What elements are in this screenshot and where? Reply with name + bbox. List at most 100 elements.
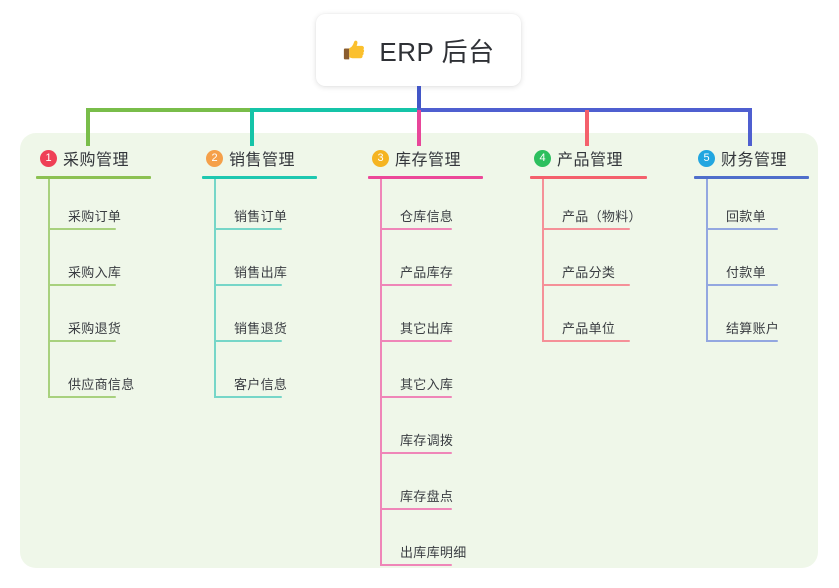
mindmap-leaf-item[interactable]: 采购订单	[36, 179, 186, 235]
leaf-rule	[706, 284, 778, 286]
column-header-rule	[202, 176, 317, 179]
column-number-badge: 2	[206, 149, 223, 167]
leaf-label: 仓库信息	[400, 209, 454, 224]
mindmap-leaf-item[interactable]: 供应商信息	[36, 347, 186, 403]
leaf-rule	[380, 452, 452, 454]
column-title: 销售管理	[229, 152, 296, 169]
leaf-rule	[542, 284, 630, 286]
column-number-badge: 3	[372, 149, 389, 167]
mindmap-column-1: 1 采购管理采购订单采购入库采购退货供应商信息	[36, 146, 186, 403]
leaf-label: 其它入库	[400, 377, 454, 392]
mindmap-leaf-item[interactable]: 产品（物料）	[530, 179, 685, 235]
mindmap-leaf-item[interactable]: 出库库明细	[368, 515, 518, 571]
column-number-badge: 1	[40, 149, 57, 167]
connector-stub-5	[748, 110, 752, 146]
leaf-label: 销售退货	[234, 321, 288, 336]
leaf-label: 产品分类	[562, 265, 616, 280]
column-header-2[interactable]: 2 销售管理	[202, 146, 352, 170]
mindmap-leaf-item[interactable]: 产品库存	[368, 235, 518, 291]
leaf-rule	[380, 508, 452, 510]
leaf-rule	[380, 340, 452, 342]
column-items: 产品（物料） 产品分类产品单位	[530, 179, 685, 347]
leaf-label: 出库库明细	[400, 545, 467, 560]
mindmap-leaf-item[interactable]: 库存盘点	[368, 459, 518, 515]
connector-trunk	[417, 86, 421, 110]
leaf-label: 付款单	[726, 265, 766, 280]
connector-bar-segment-1	[86, 108, 252, 112]
connector-bar-segment-2	[250, 108, 419, 112]
column-title: 财务管理	[721, 152, 788, 169]
leaf-rule	[48, 396, 116, 398]
root-title: ERP 后台	[379, 36, 495, 67]
column-header-1[interactable]: 1 采购管理	[36, 146, 186, 170]
mindmap-leaf-item[interactable]: 回款单	[694, 179, 839, 235]
leaf-label: 产品单位	[562, 321, 616, 336]
mindmap-leaf-item[interactable]: 付款单	[694, 235, 839, 291]
connector-stub-4	[585, 110, 589, 146]
thumbs-up-icon	[342, 37, 368, 63]
mindmap-leaf-item[interactable]: 结算账户	[694, 291, 839, 347]
leaf-label: 客户信息	[234, 377, 288, 392]
leaf-rule	[542, 340, 630, 342]
column-spine	[48, 179, 50, 398]
leaf-rule	[214, 228, 282, 230]
leaf-label: 销售订单	[234, 209, 288, 224]
connector-stub-1	[86, 110, 90, 146]
mindmap-leaf-item[interactable]: 销售出库	[202, 235, 352, 291]
leaf-label: 回款单	[726, 209, 766, 224]
mindmap-leaf-item[interactable]: 销售退货	[202, 291, 352, 347]
mindmap-leaf-item[interactable]: 仓库信息	[368, 179, 518, 235]
mindmap-column-3: 3 库存管理仓库信息产品库存其它出库其它入库库存调拨库存盘点出库库明细	[368, 146, 518, 571]
mindmap-leaf-item[interactable]: 产品单位	[530, 291, 685, 347]
mindmap-leaf-item[interactable]: 采购退货	[36, 291, 186, 347]
column-header-rule	[530, 176, 647, 179]
column-header-rule	[368, 176, 483, 179]
leaf-rule	[380, 564, 452, 566]
mindmap-leaf-item[interactable]: 客户信息	[202, 347, 352, 403]
leaf-label: 供应商信息	[68, 377, 135, 392]
column-spine	[214, 179, 216, 398]
column-header-3[interactable]: 3 库存管理	[368, 146, 518, 170]
leaf-rule	[48, 228, 116, 230]
leaf-label: 产品（物料）	[562, 209, 642, 224]
column-title: 产品管理	[557, 152, 624, 169]
root-node[interactable]: ERP 后台	[316, 14, 521, 86]
column-header-4[interactable]: 4 产品管理	[530, 146, 685, 170]
mindmap-leaf-item[interactable]: 其它出库	[368, 291, 518, 347]
leaf-label: 库存调拨	[400, 433, 454, 448]
leaf-rule	[706, 340, 778, 342]
column-title: 采购管理	[63, 152, 130, 169]
column-spine	[380, 179, 382, 566]
mindmap-column-4: 4 产品管理产品（物料） 产品分类产品单位	[530, 146, 685, 347]
mindmap-leaf-item[interactable]: 销售订单	[202, 179, 352, 235]
mindmap-leaf-item[interactable]: 采购入库	[36, 235, 186, 291]
leaf-rule	[214, 284, 282, 286]
leaf-rule	[380, 284, 452, 286]
leaf-rule	[380, 228, 452, 230]
leaf-label: 销售出库	[234, 265, 288, 280]
column-items: 采购订单采购入库采购退货供应商信息	[36, 179, 186, 403]
column-header-rule	[694, 176, 809, 179]
leaf-label: 采购退货	[68, 321, 122, 336]
leaf-label: 采购订单	[68, 209, 122, 224]
column-items: 回款单付款单结算账户	[694, 179, 839, 347]
mindmap-column-2: 2 销售管理销售订单销售出库销售退货客户信息	[202, 146, 352, 403]
diagram-panel	[20, 133, 818, 568]
mindmap-leaf-item[interactable]: 其它入库	[368, 347, 518, 403]
column-spine	[542, 179, 544, 342]
column-items: 销售订单销售出库销售退货客户信息	[202, 179, 352, 403]
mindmap-leaf-item[interactable]: 产品分类	[530, 235, 685, 291]
column-title: 库存管理	[395, 152, 462, 169]
leaf-rule	[706, 228, 778, 230]
column-number-badge: 4	[534, 149, 551, 167]
column-items: 仓库信息产品库存其它出库其它入库库存调拨库存盘点出库库明细	[368, 179, 518, 571]
column-spine	[706, 179, 708, 342]
connector-bar-segment-3	[417, 108, 752, 112]
connector-stub-2	[250, 110, 254, 146]
mindmap-leaf-item[interactable]: 库存调拨	[368, 403, 518, 459]
leaf-label: 结算账户	[726, 321, 780, 336]
leaf-rule	[380, 396, 452, 398]
